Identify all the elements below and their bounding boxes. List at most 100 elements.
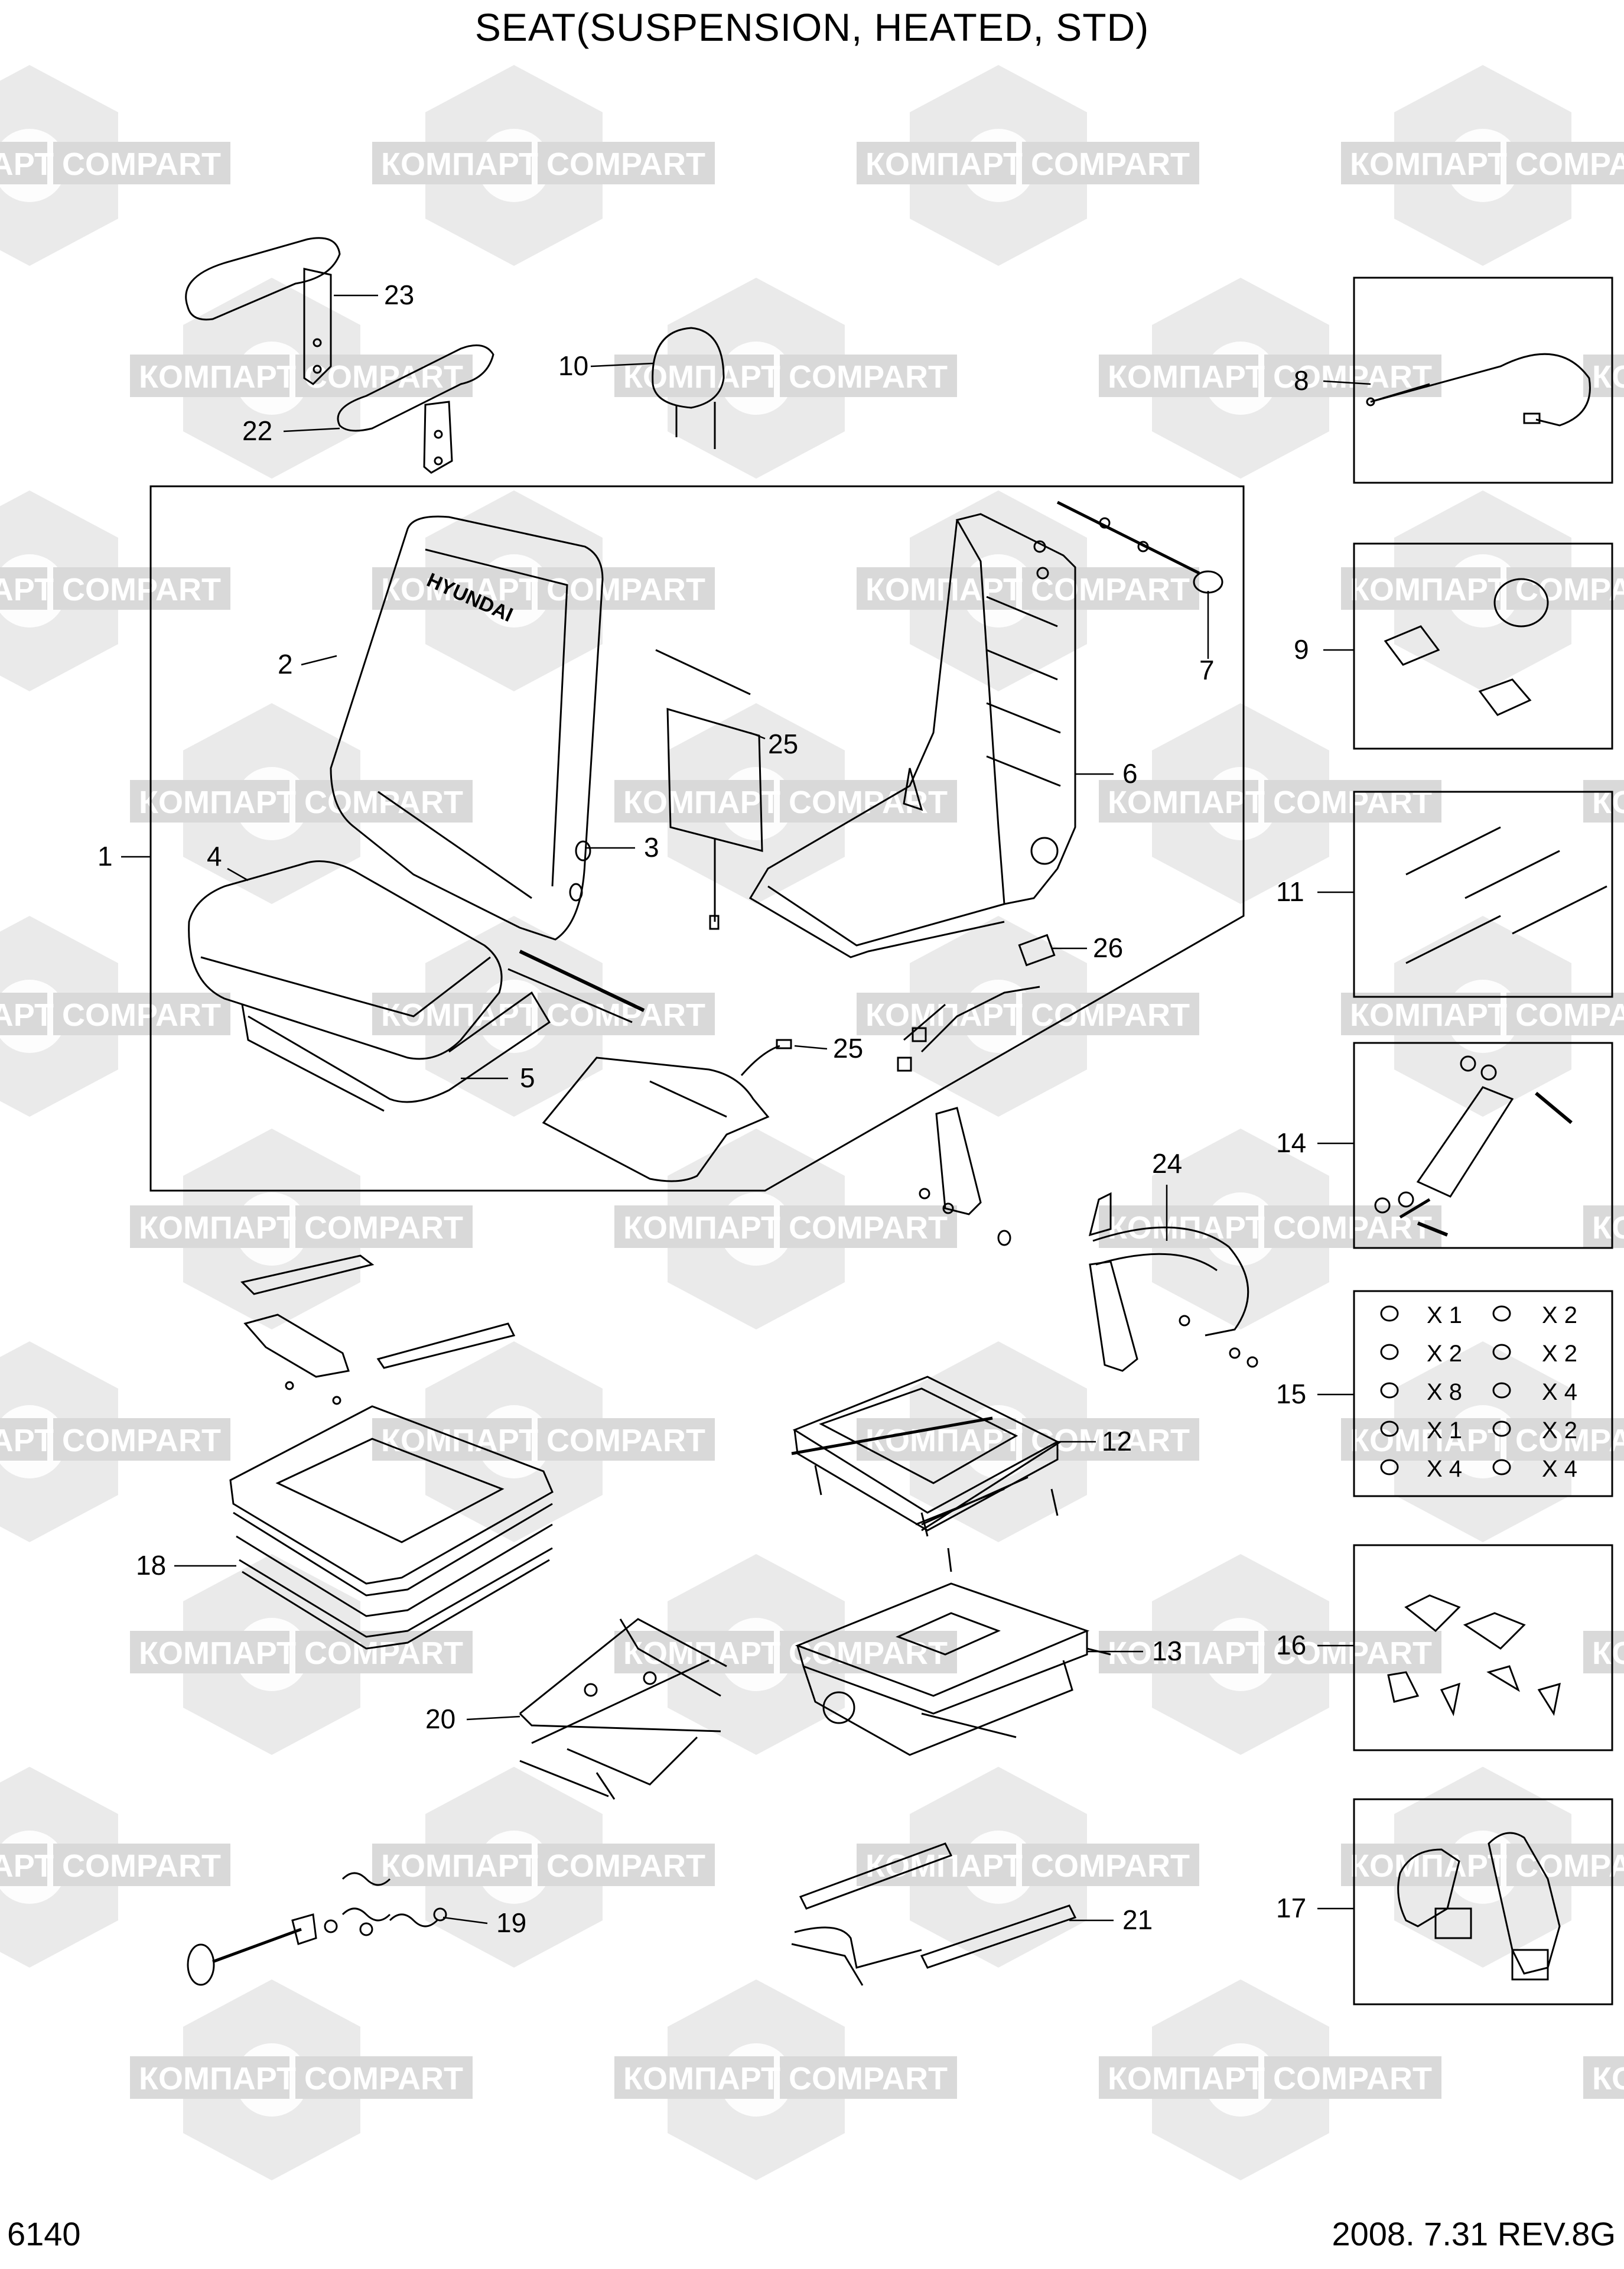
- watermark-band: [1583, 2056, 1624, 2099]
- watermark-word: COMPART: [1273, 1636, 1432, 1671]
- watermark-word: КОМПАРТ: [1592, 2061, 1624, 2096]
- watermark-word: КОМПАРТ: [139, 1210, 296, 1246]
- watermark-word: COMPART: [1515, 147, 1624, 182]
- watermark-word: КОМПАРТ: [1108, 359, 1265, 395]
- kit-quantity: X 1: [1427, 1302, 1462, 1328]
- callout-number: 5: [520, 1062, 535, 1093]
- watermark-band: [1264, 1205, 1441, 1248]
- watermark-word: COMPART: [546, 1423, 705, 1458]
- watermark-band: [614, 2056, 774, 2099]
- heater-rod: [655, 649, 751, 695]
- watermark-band: [372, 1844, 532, 1886]
- rail-18: [240, 1254, 516, 1405]
- watermark-word: КОМПАРТ: [1350, 997, 1507, 1033]
- watermark-word: COMPART: [1031, 997, 1190, 1033]
- watermark-word: КОМПАРТ: [1108, 2061, 1265, 2096]
- watermark-band: [295, 2056, 473, 2099]
- watermark-word: КОМПАРТ: [1350, 572, 1507, 607]
- kit-box-15: [1353, 1290, 1613, 1497]
- slide-rails-21: [791, 1842, 1077, 1986]
- watermark-word: COMPART: [789, 2061, 948, 2096]
- watermark-word: КОМПАРТ: [1350, 1423, 1507, 1458]
- kit-quantity: X 4: [1427, 1456, 1462, 1482]
- callout-number: 25: [768, 729, 798, 759]
- watermark-band: [857, 142, 1016, 184]
- watermark-word: COMPART: [304, 2061, 463, 2096]
- callout-number: 13: [1152, 1636, 1182, 1666]
- watermark-band: [1583, 1631, 1624, 1673]
- watermark-band: [295, 355, 473, 397]
- watermark-band: [130, 355, 289, 397]
- armrest-22: [337, 344, 494, 474]
- kit-part-icon: [1492, 1305, 1511, 1322]
- watermark-word: COMPART: [546, 572, 705, 607]
- callout-leader: [590, 362, 653, 368]
- callout-number: 24: [1152, 1148, 1182, 1179]
- watermark-band: [0, 993, 47, 1035]
- watermark-band: [130, 1205, 289, 1248]
- watermark-band: [0, 1418, 47, 1461]
- watermark-band: [53, 142, 230, 184]
- watermark-word: COMPART: [1031, 147, 1190, 182]
- watermark-band: [614, 780, 774, 823]
- page-number: 6140: [7, 2215, 81, 2252]
- callout-number: 3: [644, 832, 659, 863]
- harness-26: [897, 934, 1056, 1072]
- watermark-band: [295, 1631, 473, 1673]
- watermark-band: [53, 567, 230, 610]
- straps-17: [1397, 1832, 1561, 1981]
- watermark-word: COMPART: [1273, 1210, 1432, 1246]
- kit-part-icon: [1380, 1344, 1399, 1360]
- watermark-word: КОМПАРТ: [139, 2061, 296, 2096]
- watermark-band: [1506, 142, 1624, 184]
- callout-leader: [1323, 380, 1371, 385]
- headrest-10: [652, 327, 725, 449]
- callout-number: 21: [1122, 1904, 1153, 1935]
- watermark-word: COMPART: [789, 785, 948, 820]
- watermark-word: COMPART: [304, 359, 463, 395]
- watermark-word: COMPART: [546, 147, 705, 182]
- watermark-band: [295, 780, 473, 823]
- watermark-word: КОМПАРТ: [1592, 785, 1624, 820]
- watermark-band: [538, 1844, 715, 1886]
- seat-frame-6: [748, 513, 1076, 958]
- heater-rod: [519, 950, 645, 1012]
- watermark-band: [0, 1844, 47, 1886]
- callout-number: 1: [97, 841, 113, 872]
- watermark-band: [1022, 993, 1199, 1035]
- watermark-word: COMPART: [546, 1848, 705, 1884]
- kit-quantity: X 4: [1542, 1456, 1577, 1482]
- kit-box-14: [1353, 1042, 1613, 1249]
- watermark-word: КОМПАРТ: [1108, 785, 1265, 820]
- watermark-band: [780, 780, 957, 823]
- watermark-band: [130, 1631, 289, 1673]
- callout-number: 17: [1276, 1893, 1306, 1923]
- callout-leader: [283, 427, 340, 433]
- watermark-band: [1341, 567, 1501, 610]
- kit-quantity: X 2: [1542, 1302, 1577, 1328]
- watermark-band: [1264, 1631, 1441, 1673]
- watermark-word: COMPART: [789, 1210, 948, 1246]
- watermark-word: КОМПАРТ: [623, 1210, 780, 1246]
- watermark-band: [53, 1418, 230, 1461]
- watermark-word: COMPART: [1515, 572, 1624, 607]
- callout-layer: 1234567891011121314151617181920212223242…: [97, 279, 1371, 1938]
- callout-number: 2: [278, 649, 293, 680]
- kit-part-icon: [1492, 1382, 1511, 1399]
- watermark-band: [1099, 780, 1258, 823]
- kit-quantity: X 2: [1542, 1418, 1577, 1444]
- callout-leader: [227, 867, 249, 882]
- kit-part-icon: [1492, 1459, 1511, 1475]
- watermark-word: КОМПАРТ: [381, 1848, 538, 1884]
- watermark-word: КОМПАРТ: [865, 1423, 1023, 1458]
- watermark-word: COMPART: [1031, 1848, 1190, 1884]
- kit-part-icon: [1380, 1420, 1399, 1437]
- watermark-word: COMPART: [62, 1848, 221, 1884]
- watermark-band: [857, 1844, 1016, 1886]
- watermark-word: COMPART: [1515, 1423, 1624, 1458]
- suspension-13: [795, 1582, 1111, 1756]
- watermark-word: КОМПАРТ: [1350, 147, 1507, 182]
- kit-box-16: [1353, 1544, 1613, 1751]
- callout-leader: [442, 1916, 488, 1925]
